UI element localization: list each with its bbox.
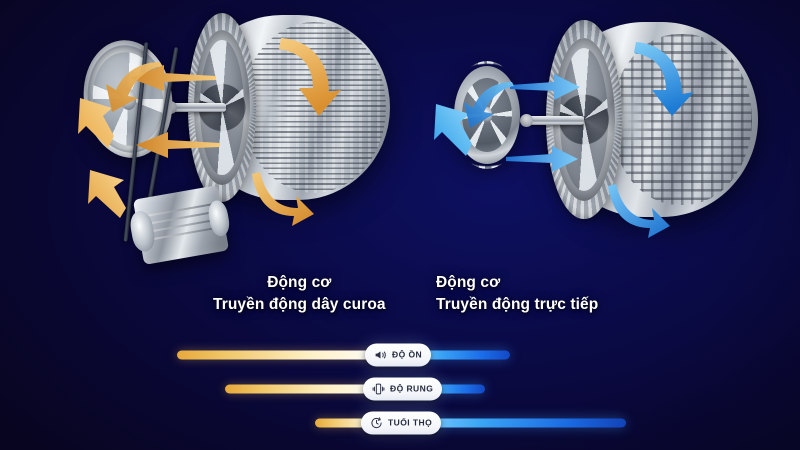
clock-icon — [370, 417, 383, 430]
gold-arrow-pulley-inner — [104, 62, 166, 114]
caption-belt-line2: Truyền động dây curoa — [213, 296, 386, 314]
caption-direct-line2: Truyền động trực tiếp — [436, 296, 599, 314]
lifespan-blue-bar — [404, 418, 626, 428]
drum-shaft — [168, 103, 226, 112]
gold-arrow-pulley-left — [78, 96, 114, 148]
drum-perforations — [548, 22, 758, 217]
blue-arrow-drum-bottom — [608, 182, 670, 240]
blue-arrow-rotor-left — [432, 102, 472, 156]
belt-drive-machine — [76, 10, 390, 270]
vibration-pill-label: ĐỘ RUNG — [390, 383, 434, 394]
direct-drive-drum — [520, 20, 758, 219]
gold-arrow-drum-top — [275, 32, 345, 120]
lifespan-pill-label: TUỔI THỌ — [388, 417, 433, 428]
lifespan-pill[interactable]: TUỔI THỌ — [361, 411, 442, 435]
caption-direct-line1: Động cơ — [436, 274, 501, 291]
noise-pill[interactable]: ĐỘ ỒN — [365, 343, 432, 367]
comparison-bars: ĐỘ ỒN ĐỘ RUNG — [0, 340, 800, 450]
comparison-bar-lifespan: TUỔI THỌ — [0, 410, 800, 436]
comparison-bar-vibration: ĐỘ RUNG — [0, 376, 800, 402]
vibration-blue-bar — [413, 384, 485, 394]
gold-arrow-shaft-upper — [130, 65, 216, 91]
caption-belt-drive: Động cơ Truyền động dây curoa — [213, 272, 386, 317]
gold-arrow-shaft-lower — [136, 132, 220, 158]
blue-arrow-drum-top — [630, 36, 698, 120]
noise-gold-bar — [177, 350, 391, 360]
gold-arrow-drum-bottom — [252, 170, 314, 228]
vibrating-phone-icon — [372, 383, 385, 396]
direct-drive-machine — [434, 12, 770, 244]
comparison-bar-noise: ĐỘ ỒN — [0, 342, 800, 368]
blue-arrow-shaft-lower — [506, 146, 578, 172]
lifespan-gold-bar — [315, 418, 391, 428]
drum-shaft — [524, 116, 584, 125]
blue-arrow-shaft-upper — [510, 74, 580, 100]
vibration-gold-bar — [225, 384, 391, 394]
noise-pill-label: ĐỘ ỒN — [392, 349, 423, 360]
gold-arrow-pulley-bottom — [86, 170, 126, 218]
noise-blue-bar — [402, 350, 510, 360]
motor-shaft-cap — [206, 198, 232, 239]
megaphone-icon — [374, 349, 387, 362]
caption-belt-line1: Động cơ — [267, 274, 332, 291]
vibration-pill[interactable]: ĐỘ RUNG — [363, 377, 443, 401]
caption-direct-drive: Động cơ Truyền động trực tiếp — [436, 272, 598, 317]
belt-drive-motor — [128, 185, 232, 265]
drum-shaft-tip — [520, 114, 533, 127]
blue-arrow-rotor-inner — [462, 82, 518, 130]
